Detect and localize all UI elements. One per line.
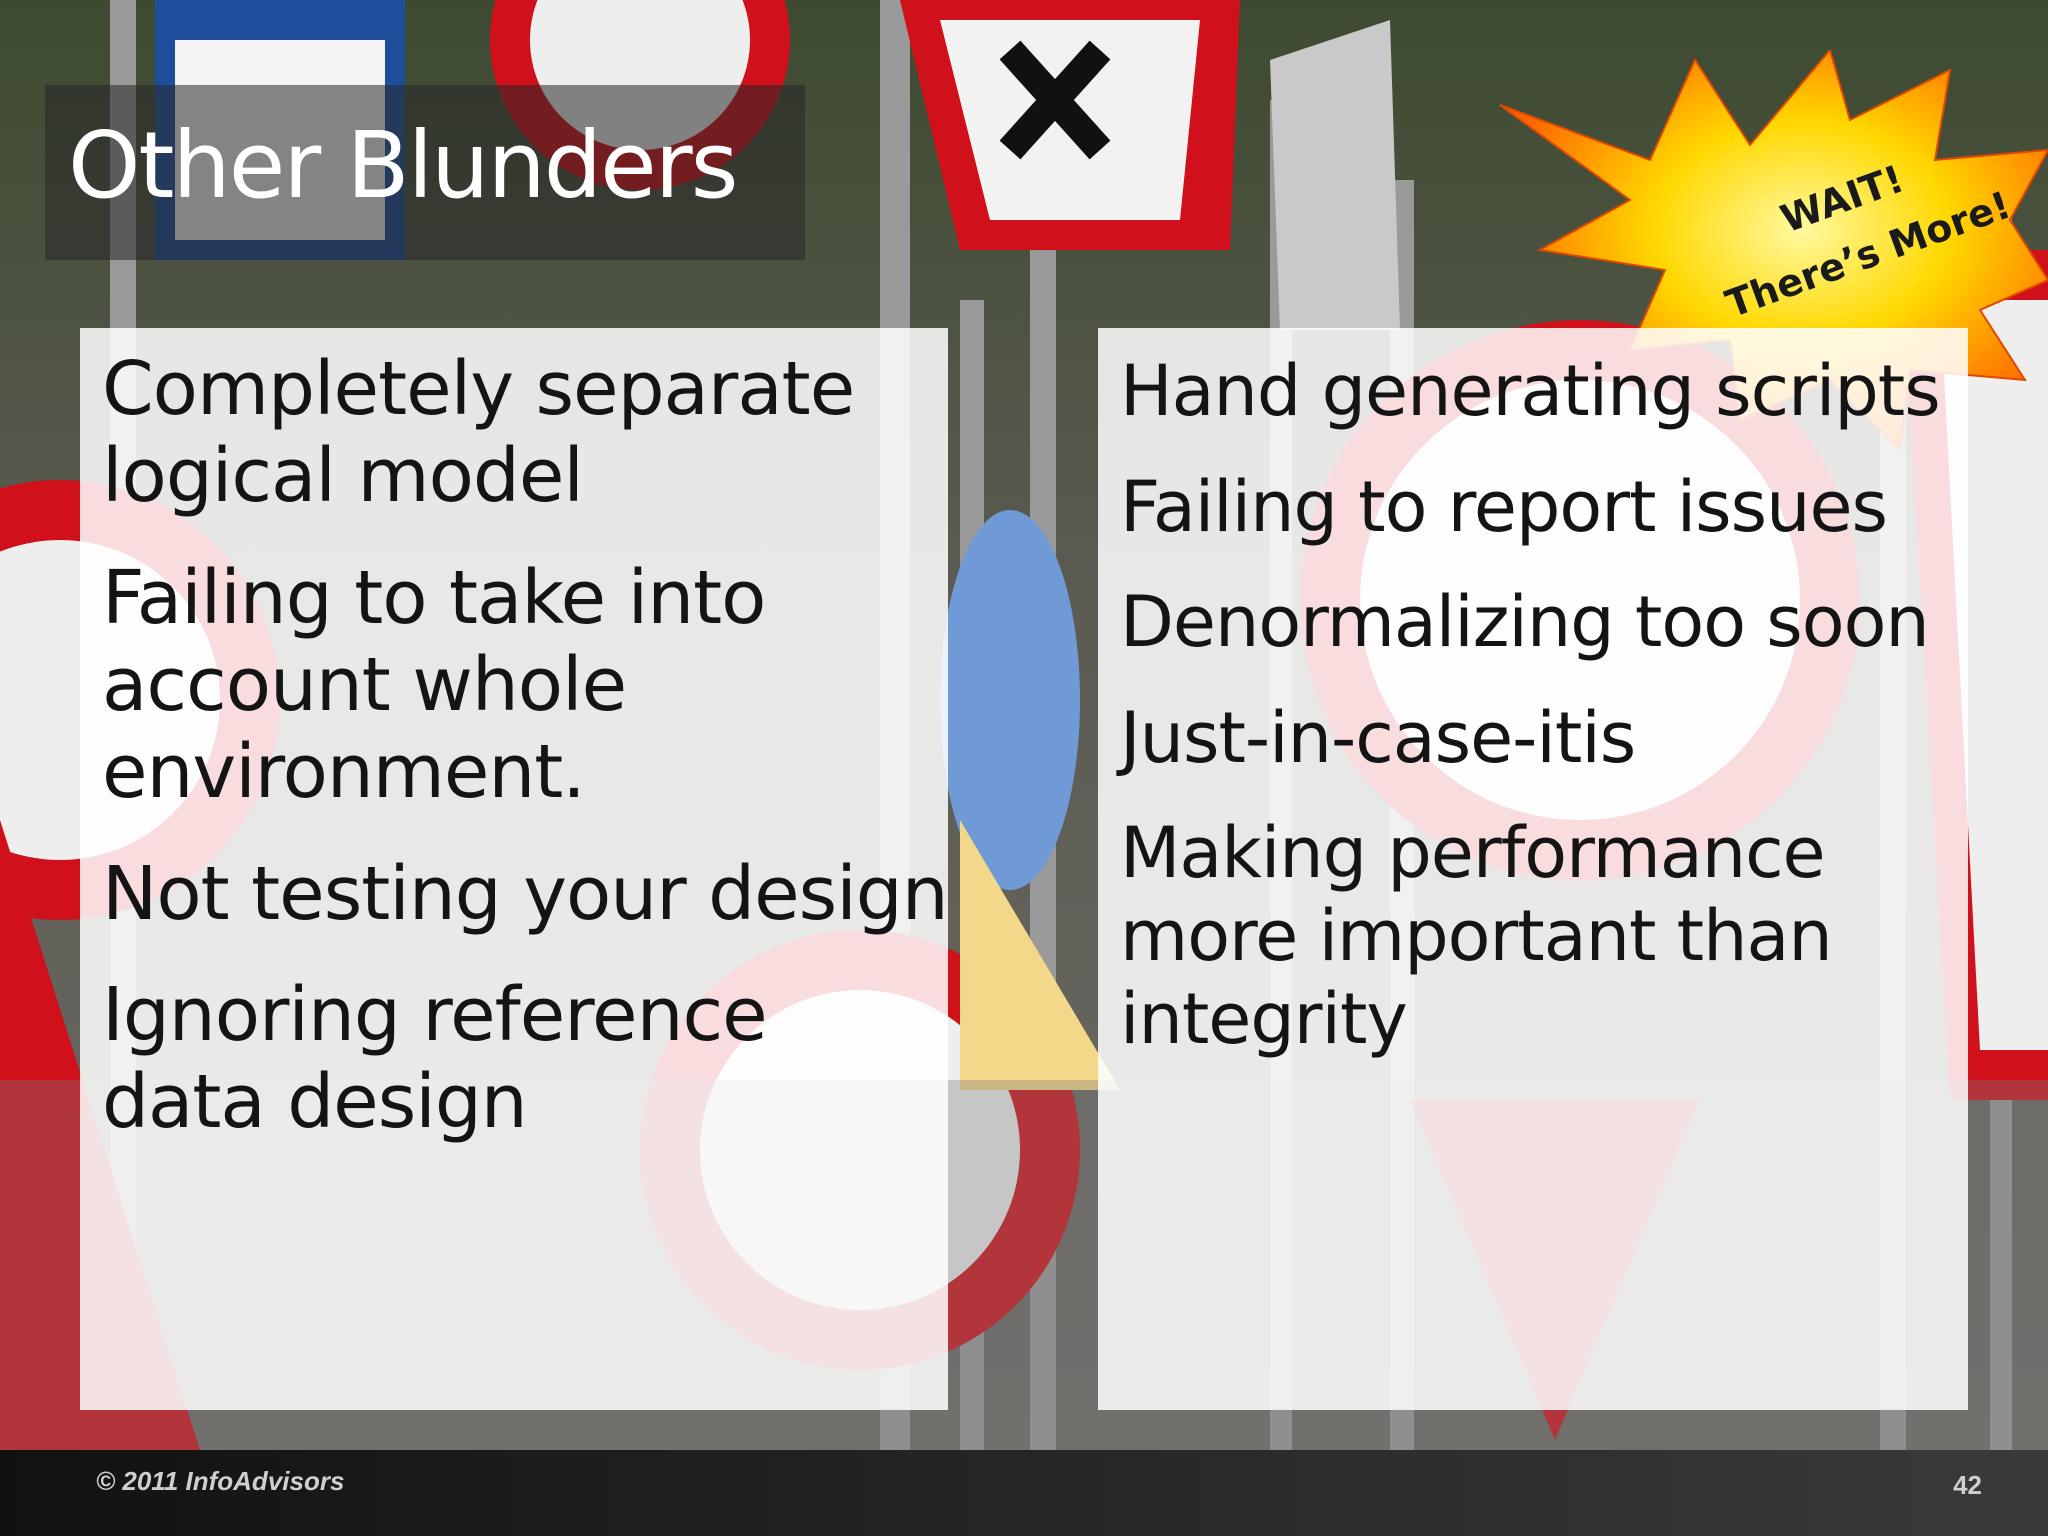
list-item: Hand generating scripts [1120, 350, 1941, 432]
slide-title: Other Blunders [68, 112, 739, 219]
page-number: 42 [1953, 1470, 1982, 1500]
list-item: Not testing your design [102, 850, 949, 937]
list-item: Denormalizing too soon [1120, 581, 1930, 664]
list-item: Ignoring reference data design [102, 971, 768, 1146]
slide-footer: © 2011 InfoAdvisors 42 [0, 1450, 2048, 1536]
copyright-text: © 2011 InfoAdvisors [96, 1466, 345, 1496]
right-content-panel: Hand generating scripts Failing to repor… [1098, 328, 1968, 1410]
list-item: Making performance more important than i… [1120, 812, 1833, 1060]
list-item: Just-in-case-itis [1120, 696, 1636, 779]
title-bar [45, 85, 805, 260]
blue-round-sign [940, 510, 1080, 890]
left-bullet-list: Completely separate logical model Failin… [102, 346, 949, 1147]
list-item: Completely separate logical model [102, 346, 855, 520]
list-item: Failing to take into account whole envir… [102, 554, 766, 816]
list-item: Failing to report issues [1120, 465, 1888, 548]
right-bullet-list: Hand generating scripts Failing to repor… [1120, 350, 1968, 1060]
left-content-panel: Completely separate logical model Failin… [80, 328, 949, 1410]
